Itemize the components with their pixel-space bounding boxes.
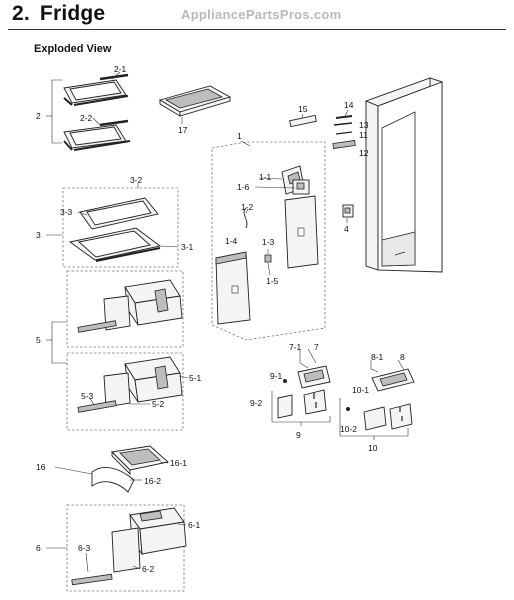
page-title: 2. Fridge	[12, 2, 105, 26]
label-8: 8	[400, 352, 405, 362]
label-6-2: 6-2	[142, 564, 155, 574]
shelf-2-1	[63, 73, 129, 106]
label-1-3: 1-3	[262, 237, 275, 247]
guard-7	[297, 365, 331, 389]
label-13: 13	[359, 120, 369, 130]
label-12: 12	[359, 148, 369, 158]
label-5-1: 5-1	[189, 373, 202, 383]
label-14: 14	[344, 100, 354, 110]
label-15: 15	[298, 104, 308, 114]
label-6-1: 6-1	[188, 520, 201, 530]
label-9-2: 9-2	[250, 398, 263, 408]
label-3: 3	[36, 230, 41, 240]
guard-9	[277, 379, 327, 419]
drawer-lower	[77, 356, 183, 413]
shelf-assembly-3	[46, 183, 179, 268]
drawer-upper	[77, 279, 183, 333]
label-3-1: 3-1	[181, 242, 194, 252]
label-10: 10	[368, 443, 378, 453]
part-13	[333, 122, 353, 126]
watermark: AppliancePartsPros.com	[181, 7, 342, 22]
module-1-6	[292, 179, 310, 195]
part-15	[289, 113, 317, 128]
label-1-2: 1-2	[241, 202, 254, 212]
label-5: 5	[36, 335, 41, 345]
label-17: 17	[178, 125, 188, 135]
panel	[284, 195, 319, 269]
label-10-1: 10-1	[352, 385, 369, 395]
label-16-2: 16-2	[144, 476, 161, 486]
section-number: 2.	[12, 2, 30, 25]
label-1-1: 1-1	[259, 172, 272, 182]
label-6: 6	[36, 543, 41, 553]
label-7: 7	[314, 342, 319, 352]
label-9: 9	[296, 430, 301, 440]
label-5-2: 5-2	[152, 399, 165, 409]
shelf-2-2	[63, 119, 131, 151]
label-5-3: 5-3	[81, 391, 94, 401]
label-16-1: 16-1	[170, 458, 187, 468]
exploded-view-heading: Exploded View	[34, 43, 112, 55]
crisper-group-6	[46, 504, 187, 592]
label-1-5: 1-5	[266, 276, 279, 286]
label-2-2: 2-2	[80, 113, 93, 123]
label-8-1: 8-1	[371, 352, 384, 362]
label-9-1: 9-1	[270, 371, 283, 381]
label-16: 16	[36, 462, 46, 472]
section-title: Fridge	[39, 2, 106, 25]
label-3-3: 3-3	[60, 207, 73, 217]
label-7-1: 7-1	[289, 342, 302, 352]
label-6-3: 6-3	[78, 543, 91, 553]
part-12	[332, 140, 356, 149]
label-1: 1	[237, 131, 242, 141]
part-11	[335, 131, 353, 135]
label-10-2: 10-2	[340, 424, 357, 434]
drawer-group-5	[46, 270, 189, 431]
label-3-2: 3-2	[130, 175, 143, 185]
shelf-17	[158, 85, 232, 124]
door-guard-group-7-9	[271, 348, 331, 426]
cover-1-4	[215, 251, 251, 325]
basket-16	[54, 445, 169, 493]
label-11: 11	[359, 130, 368, 140]
part-14	[335, 109, 353, 119]
label-1-4: 1-4	[225, 236, 238, 246]
label-4: 4	[344, 224, 349, 234]
part-4	[342, 204, 354, 223]
label-2: 2	[36, 111, 41, 121]
fridge-body	[364, 77, 444, 273]
shelf-assembly-2	[46, 71, 131, 151]
part-labels: 2-1 2 2-2 17 3-2 3-3 3 3-1 1 1-1 1-6 1-2…	[36, 64, 405, 574]
control-assembly-1	[211, 140, 326, 341]
label-2-1: 2-1	[114, 64, 127, 74]
label-1-6: 1-6	[237, 182, 250, 192]
door-guard-group-8-10	[339, 359, 415, 440]
guard-10	[346, 403, 413, 431]
title-rule	[8, 29, 506, 30]
guard-8	[371, 368, 415, 392]
